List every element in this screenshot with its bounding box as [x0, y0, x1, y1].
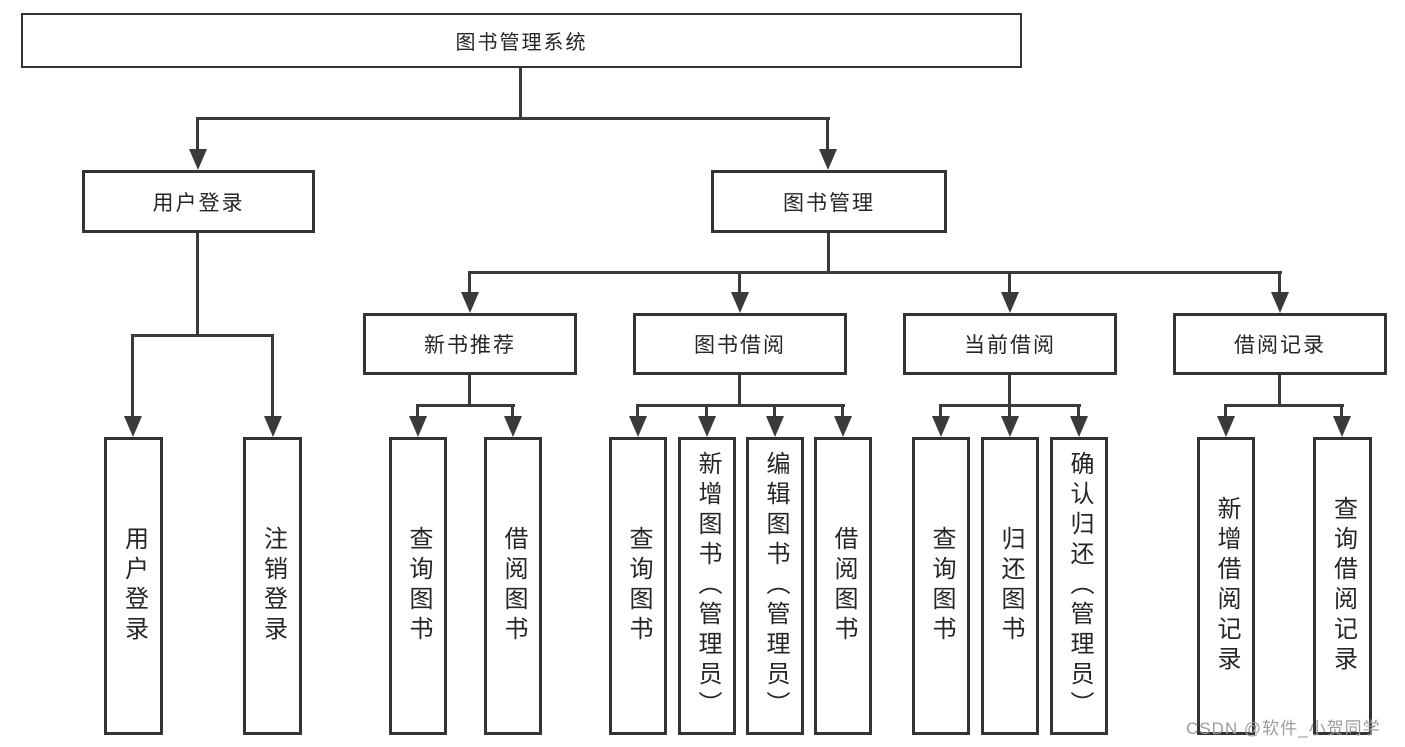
connector-line: [271, 334, 274, 419]
arrowhead-icon: [504, 416, 522, 437]
node-query-books-recommend: 查询图书: [389, 437, 447, 735]
connector-line: [636, 404, 845, 407]
node-label: 编辑图书（管理员）: [762, 451, 789, 721]
node-label: 确认归还（管理员）: [1066, 451, 1093, 721]
node-label: 借阅图书: [830, 526, 857, 646]
connector-line: [826, 117, 829, 152]
connector-line: [1224, 404, 1344, 407]
node-label: 图书借阅: [694, 334, 786, 357]
watermark-text: CSDN @软件_小贺同学: [1186, 719, 1381, 738]
node-label: 用户登录: [152, 191, 245, 215]
node-label: 新增借阅记录: [1213, 496, 1240, 676]
node-current-borrowing: 当前借阅: [903, 313, 1117, 375]
connector-line: [738, 375, 741, 406]
node-query-books-borrowing: 查询图书: [609, 437, 667, 735]
arrowhead-icon: [124, 416, 142, 437]
node-query-books-current: 查询图书: [912, 437, 970, 735]
arrowhead-icon: [698, 416, 716, 437]
arrowhead-icon: [409, 416, 427, 437]
node-label: 当前借阅: [964, 334, 1056, 357]
connector-line: [1077, 404, 1080, 418]
node-confirm-return-admin: 确认归还（管理员）: [1050, 437, 1108, 735]
node-borrowing-records: 借阅记录: [1173, 313, 1387, 375]
arrowhead-icon: [1217, 416, 1235, 437]
node-user-login-leaf: 用户登录: [104, 437, 163, 735]
connector-line: [636, 404, 639, 418]
arrowhead-icon: [1333, 416, 1351, 437]
connector-line: [1008, 375, 1011, 406]
node-label: 图书管理: [783, 191, 875, 215]
connector-line: [197, 117, 830, 120]
node-borrow-books: 借阅图书: [814, 437, 872, 735]
connector-line: [827, 233, 830, 272]
connector-line: [939, 404, 942, 418]
node-label: 借阅图书: [500, 526, 527, 646]
arrowhead-icon: [834, 416, 852, 437]
node-add-borrow-record: 新增借阅记录: [1197, 437, 1255, 735]
connector-line: [738, 271, 741, 296]
node-edit-books-admin: 编辑图书（管理员）: [746, 437, 804, 735]
connector-line: [196, 117, 199, 152]
arrowhead-icon: [1001, 292, 1019, 313]
connector-line: [1340, 404, 1343, 418]
node-label: 查询图书: [928, 526, 955, 646]
arrowhead-icon: [1271, 292, 1289, 313]
node-label: 归还图书: [997, 526, 1024, 646]
connector-line: [519, 68, 522, 118]
arrowhead-icon: [932, 416, 950, 437]
connector-line: [1008, 271, 1011, 296]
node-label: 注销登录: [259, 526, 287, 646]
connector-line: [1224, 404, 1227, 418]
node-borrow-books-recommend: 借阅图书: [484, 437, 542, 735]
node-label: 借阅记录: [1234, 334, 1326, 357]
node-book-borrowing: 图书借阅: [633, 313, 847, 375]
node-return-books: 归还图书: [981, 437, 1039, 735]
connector-line: [1008, 404, 1011, 418]
connector-line: [841, 404, 844, 418]
connector-line: [1278, 375, 1281, 406]
node-add-books-admin: 新增图书（管理员）: [678, 437, 736, 735]
connector-line: [773, 404, 776, 418]
node-label: 新书推荐: [424, 334, 516, 357]
node-query-borrow-record: 查询借阅记录: [1313, 437, 1372, 735]
node-label: 查询图书: [625, 526, 652, 646]
connector-line: [131, 334, 274, 337]
node-label: 图书管理系统: [455, 32, 588, 54]
arrowhead-icon: [1001, 416, 1019, 437]
arrowhead-icon: [731, 292, 749, 313]
connector-line: [416, 404, 515, 407]
node-book-management: 图书管理: [711, 170, 947, 233]
arrowhead-icon: [766, 416, 784, 437]
connector-line: [469, 271, 1282, 274]
arrowhead-icon: [819, 149, 837, 170]
connector-line: [468, 375, 471, 406]
arrowhead-icon: [264, 416, 282, 437]
node-label: 用户登录: [120, 526, 148, 646]
node-user-login: 用户登录: [82, 170, 315, 233]
node-label: 新增图书（管理员）: [694, 451, 721, 721]
connector-line: [416, 404, 419, 418]
connector-line: [468, 271, 471, 296]
node-library-management-system: 图书管理系统: [21, 13, 1022, 68]
arrowhead-icon: [189, 149, 207, 170]
connector-line: [1278, 271, 1281, 296]
arrowhead-icon: [1070, 416, 1088, 437]
connector-line: [131, 334, 134, 419]
connector-line: [511, 404, 514, 418]
node-label: 查询借阅记录: [1329, 496, 1357, 676]
arrowhead-icon: [629, 416, 647, 437]
node-logout: 注销登录: [243, 437, 302, 735]
node-new-book-recommendation: 新书推荐: [363, 313, 577, 375]
node-label: 查询图书: [405, 526, 432, 646]
arrowhead-icon: [461, 292, 479, 313]
connector-line: [196, 233, 199, 335]
connector-line: [705, 404, 708, 418]
